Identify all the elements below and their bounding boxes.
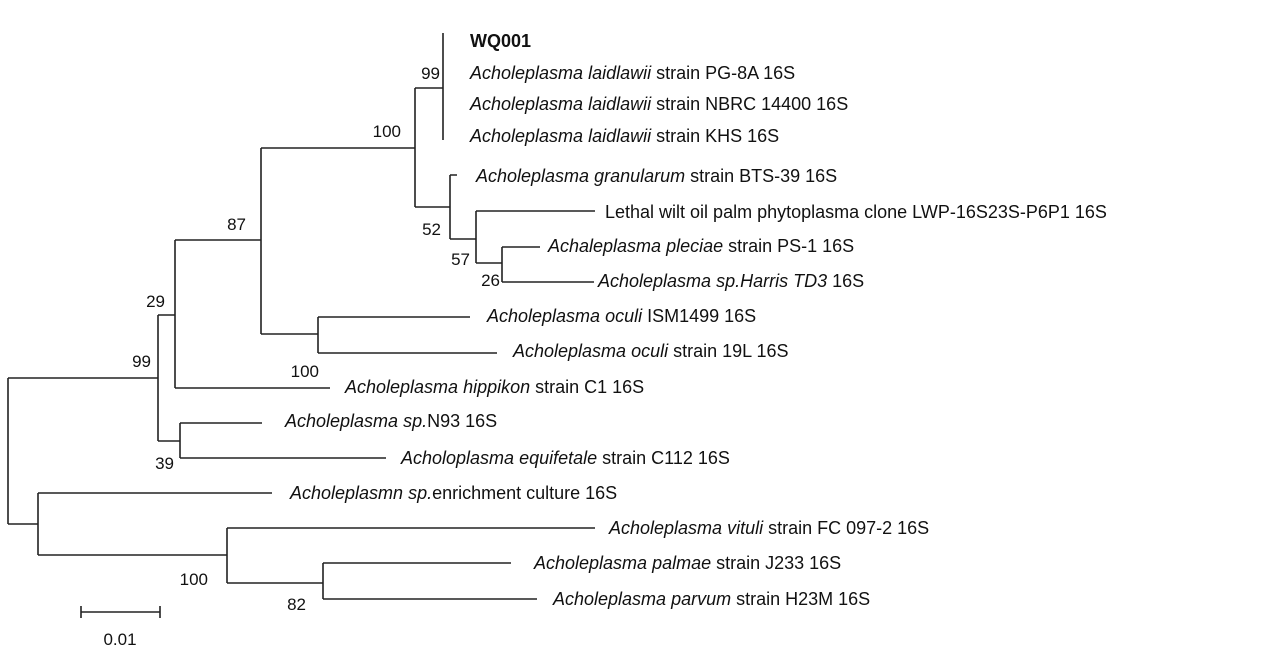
bootstrap-value: 87 (227, 215, 246, 234)
bootstrap-value: 57 (451, 250, 470, 269)
branch-granularum-group (415, 174, 476, 240)
leaf-label: Acholeplasma parvum strain H23M 16S (552, 589, 870, 609)
bootstrap-values: 99 100 52 57 26 87 29 99 100 39 100 82 (132, 64, 500, 614)
leaf-label: Lethal wilt oil palm phytoplasma clone L… (605, 202, 1107, 222)
branch-vituli-clade (226, 527, 595, 584)
branch-node-29 (158, 240, 330, 389)
leaf-label: Acholeplasmn sp.enrichment culture 16S (289, 483, 617, 503)
leaf-label: Acholeplasma laidlawii strain PG-8A 16S (469, 63, 795, 83)
branch-laidlawii-clade (415, 33, 444, 140)
branch-node-100-top (261, 88, 416, 207)
leaf-label: Acholeplasma palmae strain J233 16S (533, 553, 841, 573)
leaf-label: Acholeplasma oculi strain 19L 16S (512, 341, 789, 361)
tree-branches (7, 33, 595, 600)
bootstrap-value: 99 (421, 64, 440, 83)
leaf-label: Acholeplasma oculi ISM1499 16S (486, 306, 756, 326)
scale-bar: 0.01 (80, 606, 161, 649)
leaf-label: Acholoplasma equifetale strain C112 16S (400, 448, 730, 468)
leaf-label: Acholeplasma granularum strain BTS-39 16… (475, 166, 837, 186)
leaf-label: Acholeplasma vituli strain FC 097-2 16S (608, 518, 929, 538)
bootstrap-value: 39 (155, 454, 174, 473)
leaf-label: Acholeplasma sp.Harris TD3 16S (597, 271, 864, 291)
bootstrap-value: 29 (146, 292, 165, 311)
branch-node-26 (501, 246, 594, 283)
leaf-labels: WQ001 Acholeplasma laidlawii strain PG-8… (284, 31, 1107, 609)
bootstrap-value: 100 (373, 122, 401, 141)
branch-node-39 (179, 422, 386, 459)
bootstrap-value: 100 (291, 362, 319, 381)
branch-oculi-clade (317, 316, 497, 354)
branch-root (7, 378, 38, 525)
branch-node-87 (175, 148, 318, 335)
leaf-label-wq001: WQ001 (470, 31, 531, 51)
leaf-label: Acholeplasma laidlawii strain KHS 16S (469, 126, 779, 146)
branch-lower-clade (37, 492, 272, 556)
bootstrap-value: 26 (481, 271, 500, 290)
leaf-label: Achaleplasma pleciae strain PS-1 16S (547, 236, 854, 256)
leaf-label: Acholeplasma sp.N93 16S (284, 411, 497, 431)
bootstrap-value: 100 (180, 570, 208, 589)
branch-node-99 (8, 315, 180, 442)
scale-bar-label: 0.01 (103, 630, 136, 649)
branch-palmae-parvum (322, 562, 537, 600)
bootstrap-value: 99 (132, 352, 151, 371)
leaf-label: Acholeplasma hippikon strain C1 16S (344, 377, 644, 397)
leaf-label: Acholeplasma laidlawii strain NBRC 14400… (469, 94, 848, 114)
branch-node-57 (475, 210, 595, 264)
scale-bar-line (80, 606, 161, 618)
bootstrap-value: 52 (422, 220, 441, 239)
bootstrap-value: 82 (287, 595, 306, 614)
